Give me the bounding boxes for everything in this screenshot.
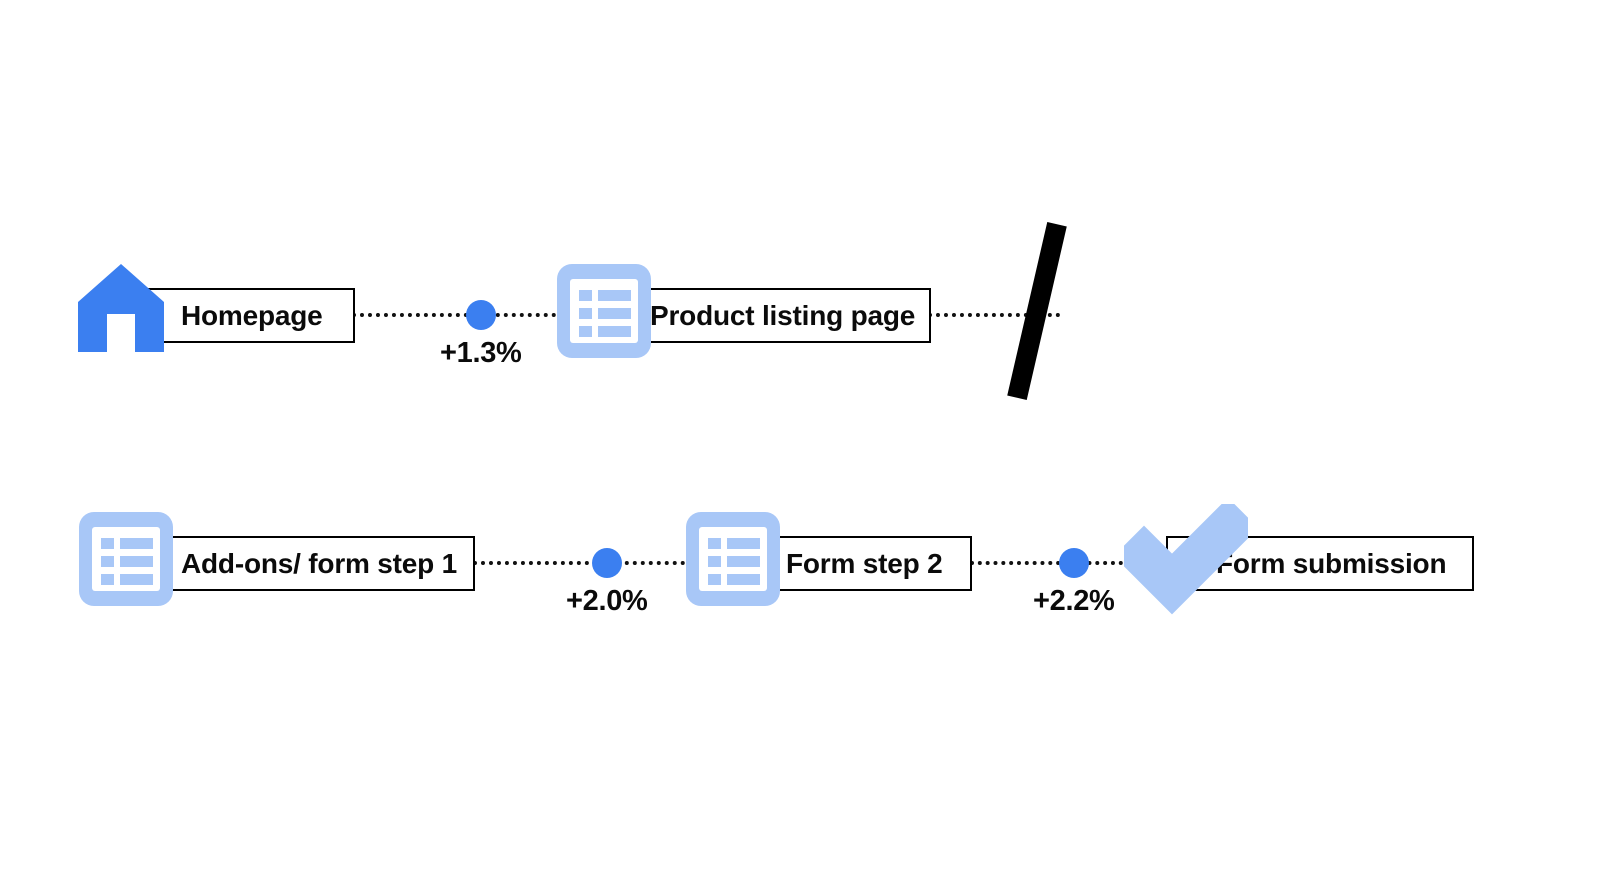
node-form-submission-label: Form submission — [1216, 547, 1447, 579]
node-form-step-2[interactable]: Form step 2 — [758, 536, 972, 591]
connector-product-listing-to-end — [928, 313, 1060, 317]
connector-addons-to-form-step-2 — [473, 561, 693, 565]
node-form-submission[interactable]: Form submission — [1166, 536, 1474, 591]
connector-homepage-to-product-listing — [352, 313, 564, 317]
metric-homepage-to-product-listing: +1.3% — [440, 300, 522, 368]
node-product-listing-page-label: Product listing page — [650, 299, 916, 331]
node-addons-form-step-1[interactable]: Add-ons/ form step 1 — [146, 536, 475, 591]
metric-value: +2.2% — [1033, 585, 1115, 617]
node-homepage[interactable]: Homepage — [146, 288, 355, 343]
metric-form-step-2-to-submission: +2.2% — [1033, 548, 1115, 616]
metric-dot-icon — [591, 548, 622, 578]
metric-value: +2.0% — [566, 585, 648, 617]
node-homepage-label: Homepage — [181, 299, 323, 331]
node-addons-form-step-1-label: Add-ons/ form step 1 — [181, 547, 458, 579]
metric-dot-icon — [465, 300, 496, 330]
diagonal-cut-bar-icon — [1007, 222, 1067, 400]
metric-addons-to-form-step-2: +2.0% — [566, 548, 648, 616]
node-form-step-2-label: Form step 2 — [786, 547, 943, 579]
metric-value: +1.3% — [440, 337, 522, 369]
metric-dot-icon — [1058, 548, 1089, 578]
node-product-listing-page[interactable]: Product listing page — [629, 288, 931, 343]
